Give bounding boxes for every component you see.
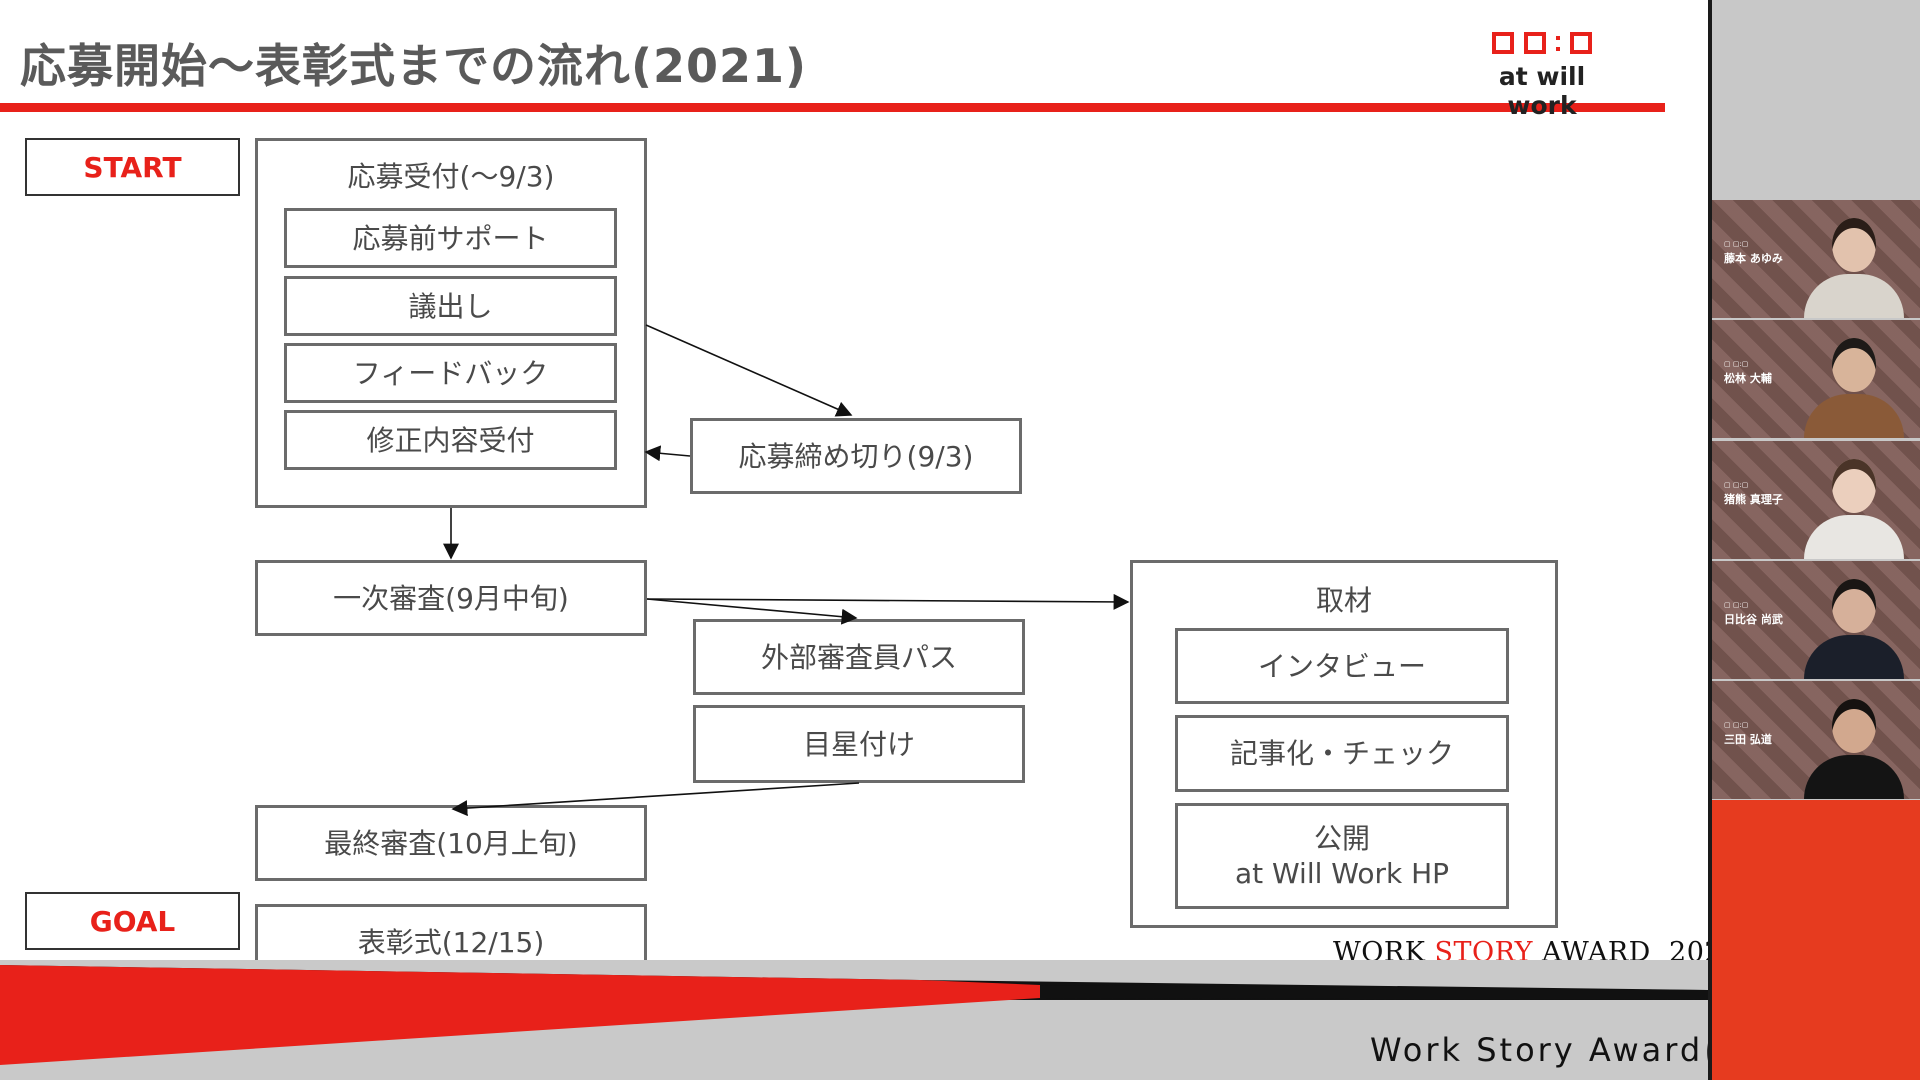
- tile-logo-icon: ▢ ▢:▢: [1724, 721, 1749, 729]
- flow-step-deadline: 応募締め切り(9/3): [690, 418, 1022, 494]
- coverage-header: 取材: [1315, 584, 1372, 617]
- bottom-decoration: [0, 960, 1708, 1080]
- slide-title: 応募開始〜表彰式までの流れ(2021): [20, 39, 808, 93]
- participant-video-tile[interactable]: ▢ ▢:▢ 三田 弘道: [1712, 681, 1920, 799]
- tile-logo-icon: ▢ ▢:▢: [1724, 601, 1749, 609]
- participant-avatar: [1804, 449, 1904, 559]
- goal-label: GOAL: [25, 892, 240, 950]
- flow-step-final-review: 最終審査(10月上旬): [255, 805, 647, 881]
- sidebar-accent: [1712, 800, 1920, 1080]
- flow-step-external-pass: 外部審査員パス: [693, 619, 1025, 695]
- flow-step-interview: インタビュー: [1175, 628, 1509, 704]
- participant-name: 松林 大輔: [1724, 372, 1772, 385]
- arrow-deadline-to-revision: [644, 445, 691, 462]
- sidebar-divider: [1708, 0, 1712, 1080]
- tile-logo-icon: ▢ ▢:▢: [1724, 360, 1749, 368]
- participant-avatar: [1804, 569, 1904, 679]
- flow-step-article-check: 記事化・チェック: [1175, 715, 1509, 792]
- flow-step-first-review: 一次審査(9月中旬): [255, 560, 647, 636]
- participant-avatar: [1804, 689, 1904, 799]
- participant-name: 藤本 あゆみ: [1724, 252, 1783, 265]
- tile-logo-icon: ▢ ▢:▢: [1724, 240, 1749, 248]
- logo-text: at will work: [1498, 62, 1586, 120]
- logo-mark-icon: [1462, 26, 1622, 60]
- participant-name: 猪熊 真理子: [1724, 493, 1783, 506]
- reception-header: 応募受付(〜9/3): [347, 160, 555, 193]
- publish-label: 公開: [1313, 822, 1370, 855]
- presentation-slide: 応募開始〜表彰式までの流れ(2021) at will work START G…: [0, 26, 1840, 1080]
- arrow-to-final-review: [451, 782, 860, 817]
- flow-step-marking: 目星付け: [693, 705, 1025, 783]
- participant-video-tile[interactable]: ▢ ▢:▢ 松林 大輔: [1712, 320, 1920, 438]
- flow-step-brainstorm: 議出し: [284, 276, 617, 336]
- participant-video-tile[interactable]: ▢ ▢:▢ 藤本 あゆみ: [1712, 200, 1920, 318]
- participant-video-tile[interactable]: ▢ ▢:▢ 日比谷 尚武: [1712, 561, 1920, 679]
- participant-avatar: [1804, 328, 1904, 438]
- arrow-to-deadline: [645, 324, 853, 417]
- participant-avatar: [1804, 208, 1904, 318]
- publish-target: at Will Work HP: [1234, 857, 1450, 890]
- at-will-work-logo: at will work: [1462, 26, 1622, 120]
- arrow-to-external-pass: [646, 598, 858, 625]
- participant-name: 三田 弘道: [1724, 733, 1772, 746]
- tile-logo-icon: ▢ ▢:▢: [1724, 481, 1749, 489]
- flow-step-revision-intake: 修正内容受付: [284, 410, 617, 470]
- flow-arrows: [443, 324, 1130, 817]
- flow-step-feedback: フィードバック: [284, 343, 617, 403]
- participant-video-tile[interactable]: ▢ ▢:▢ 猪熊 真理子: [1712, 441, 1920, 559]
- flow-step-pre-support: 応募前サポート: [284, 208, 617, 268]
- arrow-to-coverage: [646, 593, 1130, 610]
- start-label: START: [25, 138, 240, 196]
- title-underline: [0, 103, 1665, 112]
- participant-name: 日比谷 尚武: [1724, 613, 1783, 626]
- flow-step-publish: 公開 at Will Work HP: [1175, 803, 1509, 909]
